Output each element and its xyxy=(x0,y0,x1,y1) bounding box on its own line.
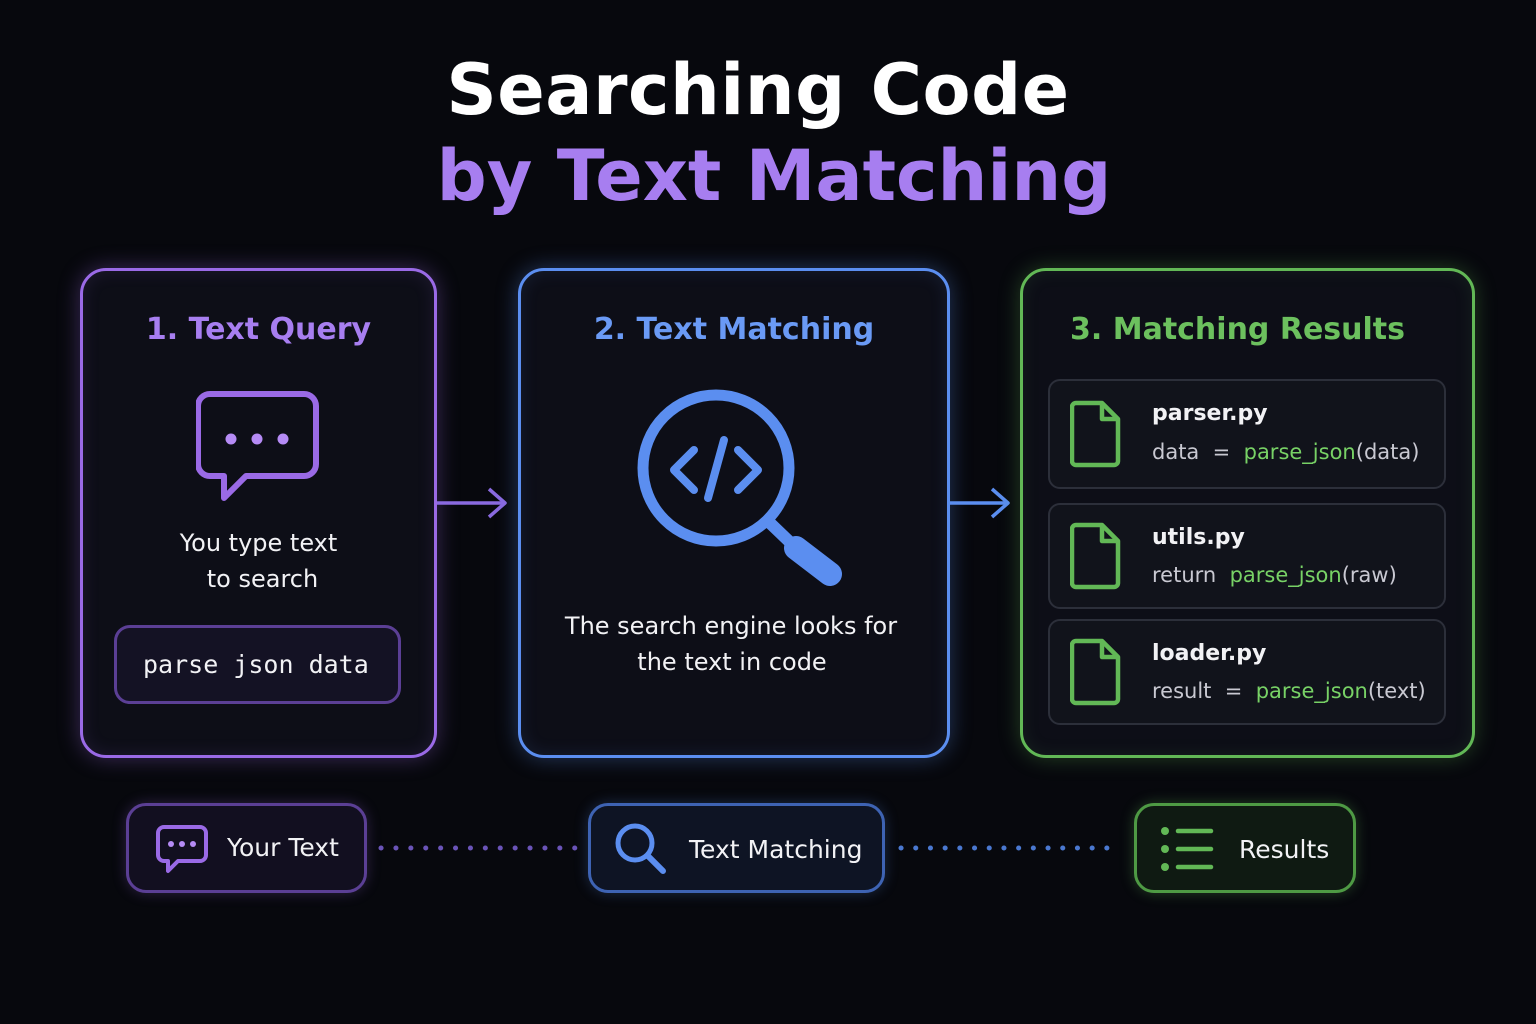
list-icon xyxy=(1161,827,1214,871)
result-item-parser[interactable] xyxy=(1048,379,1446,489)
text-query-description-2: to search xyxy=(206,565,319,593)
arrow-right-icon xyxy=(950,487,1010,519)
arrow-right-icon xyxy=(437,487,507,519)
flow-connector-dotted xyxy=(898,845,1124,851)
flow-label-results: Results xyxy=(1239,835,1330,864)
text-matching-description-1: The search engine looks for xyxy=(564,612,898,640)
result-file-name: utils.py xyxy=(1152,525,1245,550)
flow-step-your-text xyxy=(126,803,367,893)
title-line-2: by Text Matching xyxy=(436,135,1112,217)
file-icon xyxy=(1070,638,1121,706)
result-file-name: parser.py xyxy=(1152,401,1268,426)
result-item-loader[interactable] xyxy=(1048,619,1446,725)
result-item-utils[interactable] xyxy=(1048,503,1446,609)
text-query-title: 1. Text Query xyxy=(145,312,372,347)
result-file-name: loader.py xyxy=(1152,641,1267,666)
result-code-line: result = parse_json(text) xyxy=(1152,679,1426,703)
title-line-1: Searching Code xyxy=(446,49,1070,131)
flow-step-text-matching xyxy=(588,803,885,893)
flow-connector-dotted xyxy=(378,845,578,851)
chat-bubble-icon xyxy=(196,391,319,501)
text-matching-panel xyxy=(518,268,950,758)
code-magnifier-icon xyxy=(637,389,842,586)
file-icon xyxy=(1070,522,1121,590)
text-matching-description-2: the text in code xyxy=(637,648,827,676)
text-query-description-1: You type text xyxy=(179,529,338,557)
chat-bubble-icon xyxy=(156,825,208,873)
file-icon xyxy=(1070,400,1121,468)
matching-results-title: 3. Matching Results xyxy=(1070,312,1405,347)
flow-label-text-matching: Text Matching xyxy=(689,835,863,864)
result-code-line: return parse_json(raw) xyxy=(1152,563,1397,587)
flow-label-your-text: Your Text xyxy=(227,833,339,862)
text-matching-title: 2. Text Matching xyxy=(593,312,875,347)
search-query-input[interactable]: parse json data xyxy=(114,625,401,704)
search-icon xyxy=(615,823,666,874)
flow-step-results xyxy=(1134,803,1356,893)
result-code-line: data = parse_json(data) xyxy=(1152,440,1420,464)
